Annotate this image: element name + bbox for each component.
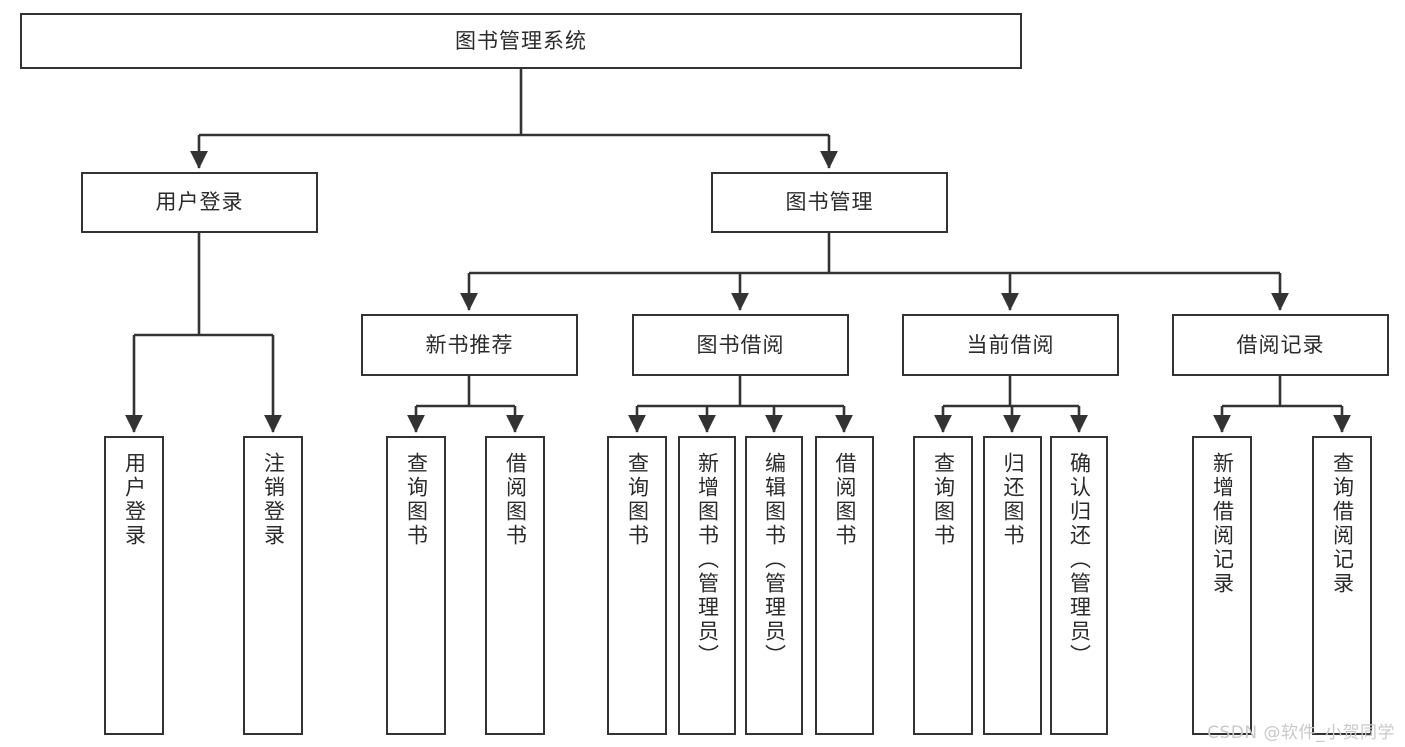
node-borrow-record[interactable]: 借阅记录 (1172, 314, 1389, 376)
node-leaf-add-book[interactable]: 新增图书（管理员） (678, 436, 736, 735)
csdn-watermark: CSDN @软件_小贺同学 (1207, 723, 1395, 743)
node-leaf-borrow-book-1[interactable]: 借阅图书 (485, 436, 545, 735)
node-leaf-user-login[interactable]: 用户登录 (104, 436, 164, 735)
node-leaf-borrow-book-1-label: 借阅图书 (503, 452, 528, 548)
node-root-system[interactable]: 图书管理系统 (20, 13, 1022, 69)
node-leaf-borrow-book-2[interactable]: 借阅图书 (815, 436, 874, 735)
node-leaf-logout[interactable]: 注销登录 (243, 436, 303, 735)
node-book-borrow-label: 图书借阅 (696, 332, 785, 357)
node-user-login-label: 用户登录 (155, 190, 244, 215)
node-leaf-query-book-1-label: 查询图书 (404, 452, 429, 548)
node-leaf-query-book-1[interactable]: 查询图书 (386, 436, 446, 735)
node-book-manage[interactable]: 图书管理 (711, 172, 948, 233)
node-new-book-recommend[interactable]: 新书推荐 (361, 314, 578, 376)
node-current-borrow[interactable]: 当前借阅 (902, 314, 1119, 376)
node-leaf-query-book-2-label: 查询图书 (625, 452, 650, 548)
node-new-book-recommend-label: 新书推荐 (425, 332, 514, 357)
node-leaf-return-book[interactable]: 归还图书 (983, 436, 1042, 735)
node-leaf-return-book-label: 归还图书 (1001, 452, 1026, 548)
node-leaf-edit-book[interactable]: 编辑图书（管理员） (745, 436, 803, 735)
node-leaf-query-book-3[interactable]: 查询图书 (913, 436, 973, 735)
node-leaf-logout-label: 注销登录 (261, 452, 286, 548)
node-leaf-query-book-2[interactable]: 查询图书 (607, 436, 667, 735)
node-leaf-query-record[interactable]: 查询借阅记录 (1312, 436, 1372, 735)
node-book-borrow[interactable]: 图书借阅 (632, 314, 849, 376)
node-borrow-record-label: 借阅记录 (1236, 332, 1325, 357)
node-root-label: 图书管理系统 (455, 28, 587, 53)
node-current-borrow-label: 当前借阅 (966, 332, 1055, 357)
node-leaf-user-login-label: 用户登录 (122, 452, 147, 548)
node-leaf-add-record-label: 新增借阅记录 (1210, 452, 1235, 596)
node-book-manage-label: 图书管理 (785, 190, 874, 215)
node-leaf-confirm-return-label: 确认归还（管理员） (1067, 452, 1092, 668)
node-leaf-add-book-label: 新增图书（管理员） (695, 452, 720, 668)
node-user-login[interactable]: 用户登录 (81, 172, 318, 233)
node-leaf-edit-book-label: 编辑图书（管理员） (762, 452, 787, 668)
node-leaf-query-book-3-label: 查询图书 (931, 452, 956, 548)
node-leaf-add-record[interactable]: 新增借阅记录 (1192, 436, 1252, 735)
node-leaf-query-record-label: 查询借阅记录 (1330, 452, 1355, 596)
node-leaf-confirm-return[interactable]: 确认归还（管理员） (1050, 436, 1108, 735)
node-leaf-borrow-book-2-label: 借阅图书 (833, 452, 858, 548)
